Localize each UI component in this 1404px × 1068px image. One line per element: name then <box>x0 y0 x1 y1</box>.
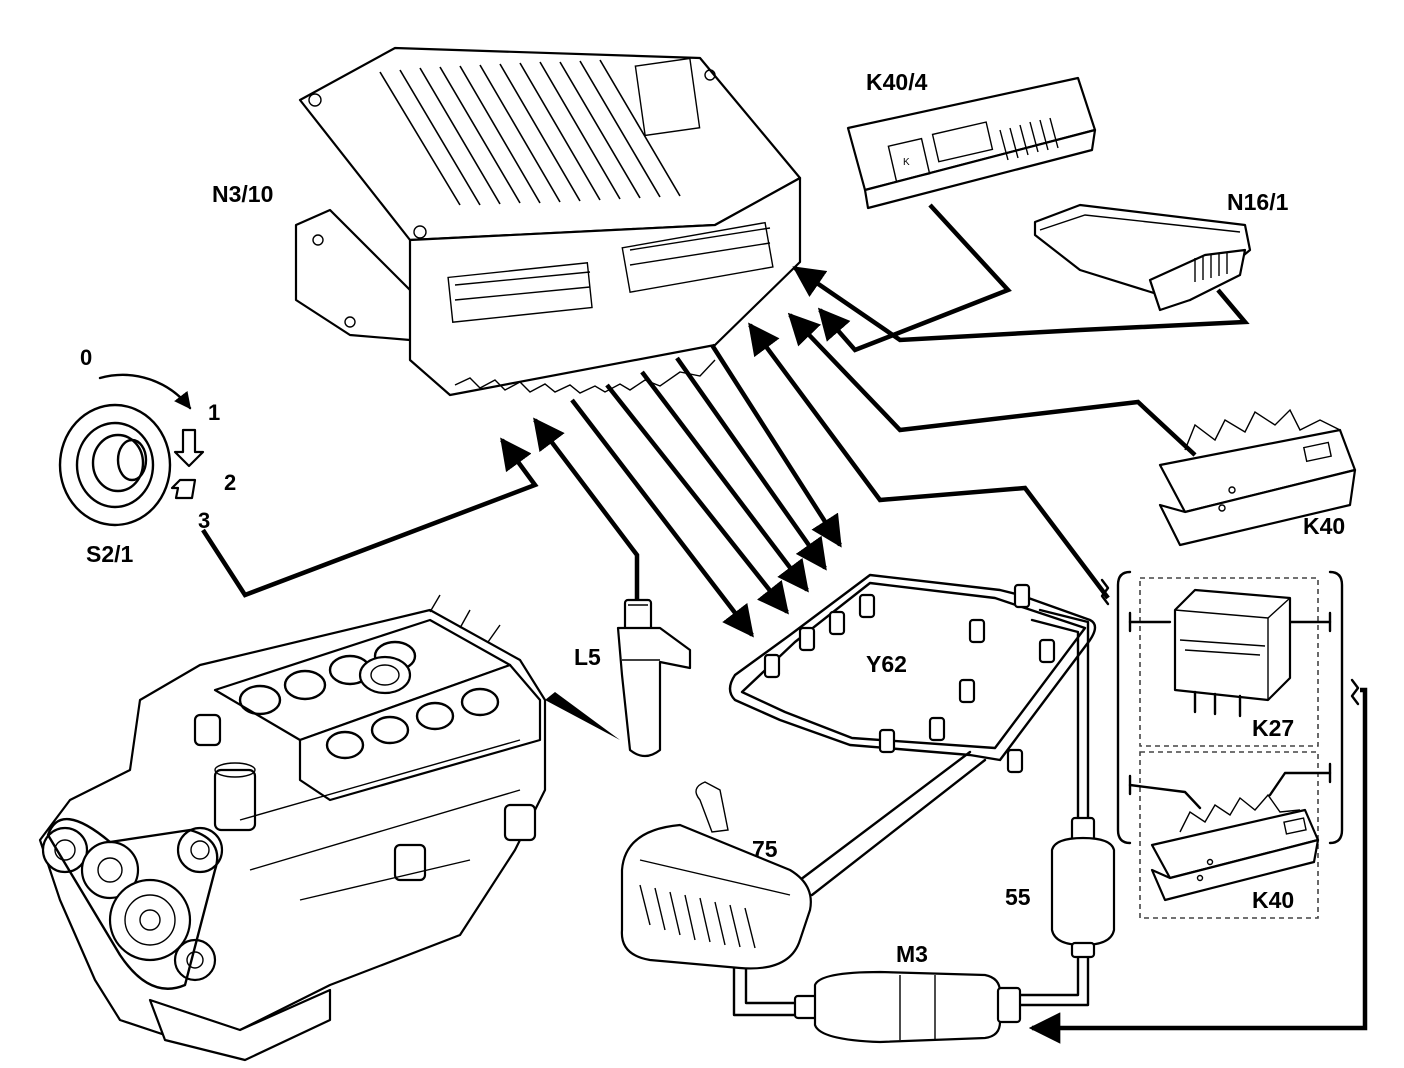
switch-pos-3: 3 <box>198 508 210 533</box>
fuel-pump-m3: M3 <box>793 941 1022 1044</box>
override-module-k40-4: K K40/4 <box>846 69 1097 210</box>
relay-module-k40-bottom: K40 <box>1150 793 1320 913</box>
y62-label: Y62 <box>866 651 907 677</box>
k40-top-label: K40 <box>1303 513 1345 539</box>
s2-1-label: S2/1 <box>86 541 134 567</box>
relay-module-k40-top: K40 <box>1158 408 1357 547</box>
l5-label: L5 <box>574 644 601 670</box>
ignition-module-n16-1: N16/1 <box>1033 189 1289 312</box>
switch-pos-0: 0 <box>80 345 92 370</box>
tank-label: 75 <box>752 836 778 862</box>
switch-pos-2: 2 <box>224 470 236 495</box>
signal-wiring <box>201 203 1250 638</box>
fuel-tank-75: 75 <box>620 781 812 970</box>
switch-pos-1: 1 <box>208 400 220 425</box>
fuel-filter-55: 55 <box>1005 816 1116 959</box>
ecu-control-unit: N3/10 <box>212 46 802 397</box>
k40-bottom-label: K40 <box>1252 887 1294 913</box>
ignition-switch-s2-1: 0 1 2 3 S2/1 <box>58 345 236 567</box>
k27-label: K27 <box>1252 715 1294 741</box>
fuel-injectors-y62: Y62 <box>728 573 1097 774</box>
pump-label: M3 <box>896 941 928 967</box>
ecu-label: N3/10 <box>212 181 273 207</box>
relay-bracket-group: K27 K40 <box>1028 570 1368 1044</box>
svg-text:K: K <box>903 157 910 168</box>
filter-label: 55 <box>1005 884 1031 910</box>
engine-block <box>38 594 620 1062</box>
n16-1-label: N16/1 <box>1227 189 1289 215</box>
crankshaft-sensor-l5: L5 <box>574 598 692 758</box>
relay-k27: K27 <box>1173 588 1294 741</box>
k40-4-label: K40/4 <box>866 69 928 95</box>
